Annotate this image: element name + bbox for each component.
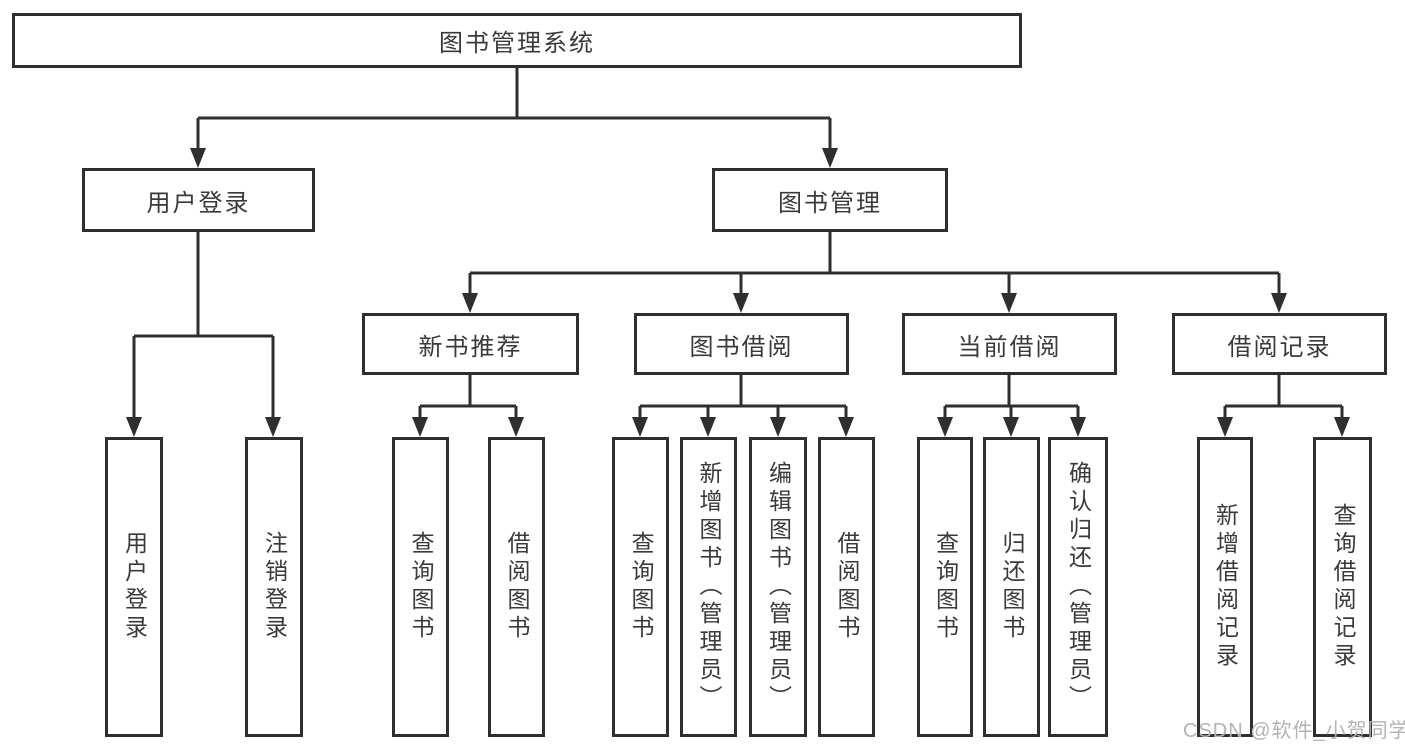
node-label: 图书借阅 — [689, 333, 794, 361]
node-label: 查询图书 — [408, 531, 434, 643]
leaf-return-book: 归还图书 — [983, 437, 1040, 737]
node-label: 用户登录 — [146, 189, 251, 217]
node-label: 编辑图书（管理员） — [765, 461, 792, 713]
node-label: 查询图书 — [932, 531, 959, 643]
node-label: 用户登录 — [121, 531, 148, 643]
node-book-management: 图书管理 — [712, 168, 948, 232]
leaf-user-login: 用户登录 — [105, 437, 163, 737]
node-label: 新增图书（管理员） — [696, 461, 722, 713]
node-root: 图书管理系统 — [12, 13, 1022, 68]
connector-paths — [132, 68, 1344, 419]
node-label: 当前借阅 — [957, 333, 1062, 361]
leaf-logout: 注销登录 — [245, 437, 303, 737]
leaf-add-book-admin: 新增图书（管理员） — [680, 437, 737, 737]
node-label: 确认归还（管理员） — [1065, 461, 1092, 713]
node-label: 新增借阅记录 — [1212, 503, 1239, 671]
leaf-add-borrow-record: 新增借阅记录 — [1197, 437, 1253, 737]
leaf-confirm-return-admin: 确认归还（管理员） — [1048, 437, 1108, 737]
node-label: 归还图书 — [999, 531, 1025, 643]
arrowheads — [126, 148, 1350, 437]
leaf-borrow-books-recommend: 借阅图书 — [488, 437, 545, 737]
node-label: 借阅图书 — [504, 531, 530, 643]
node-new-book-recommend: 新书推荐 — [362, 313, 579, 375]
node-borrow-records: 借阅记录 — [1172, 313, 1387, 375]
leaf-edit-book-admin: 编辑图书（管理员） — [749, 437, 807, 737]
node-label: 查询图书 — [628, 531, 654, 643]
leaf-query-borrow-record: 查询借阅记录 — [1313, 437, 1372, 737]
node-label: 借阅记录 — [1227, 333, 1332, 361]
node-user-login: 用户登录 — [82, 168, 315, 232]
node-current-borrow: 当前借阅 — [902, 313, 1117, 375]
node-label: 查询借阅记录 — [1330, 503, 1356, 671]
leaf-query-books-borrow: 查询图书 — [612, 437, 669, 737]
node-label: 图书管理 — [778, 189, 882, 217]
leaf-query-books-recommend: 查询图书 — [392, 437, 449, 737]
leaf-borrow-books: 借阅图书 — [818, 437, 875, 737]
node-label: 注销登录 — [261, 531, 288, 643]
leaf-query-books-current: 查询图书 — [917, 437, 973, 737]
node-label: 借阅图书 — [834, 531, 860, 643]
csdn-watermark: CSDN @软件_小贺同学 — [1183, 720, 1405, 742]
node-label: 新书推荐 — [418, 333, 523, 361]
node-book-borrow: 图书借阅 — [634, 313, 849, 375]
node-label: 图书管理系统 — [439, 30, 595, 57]
